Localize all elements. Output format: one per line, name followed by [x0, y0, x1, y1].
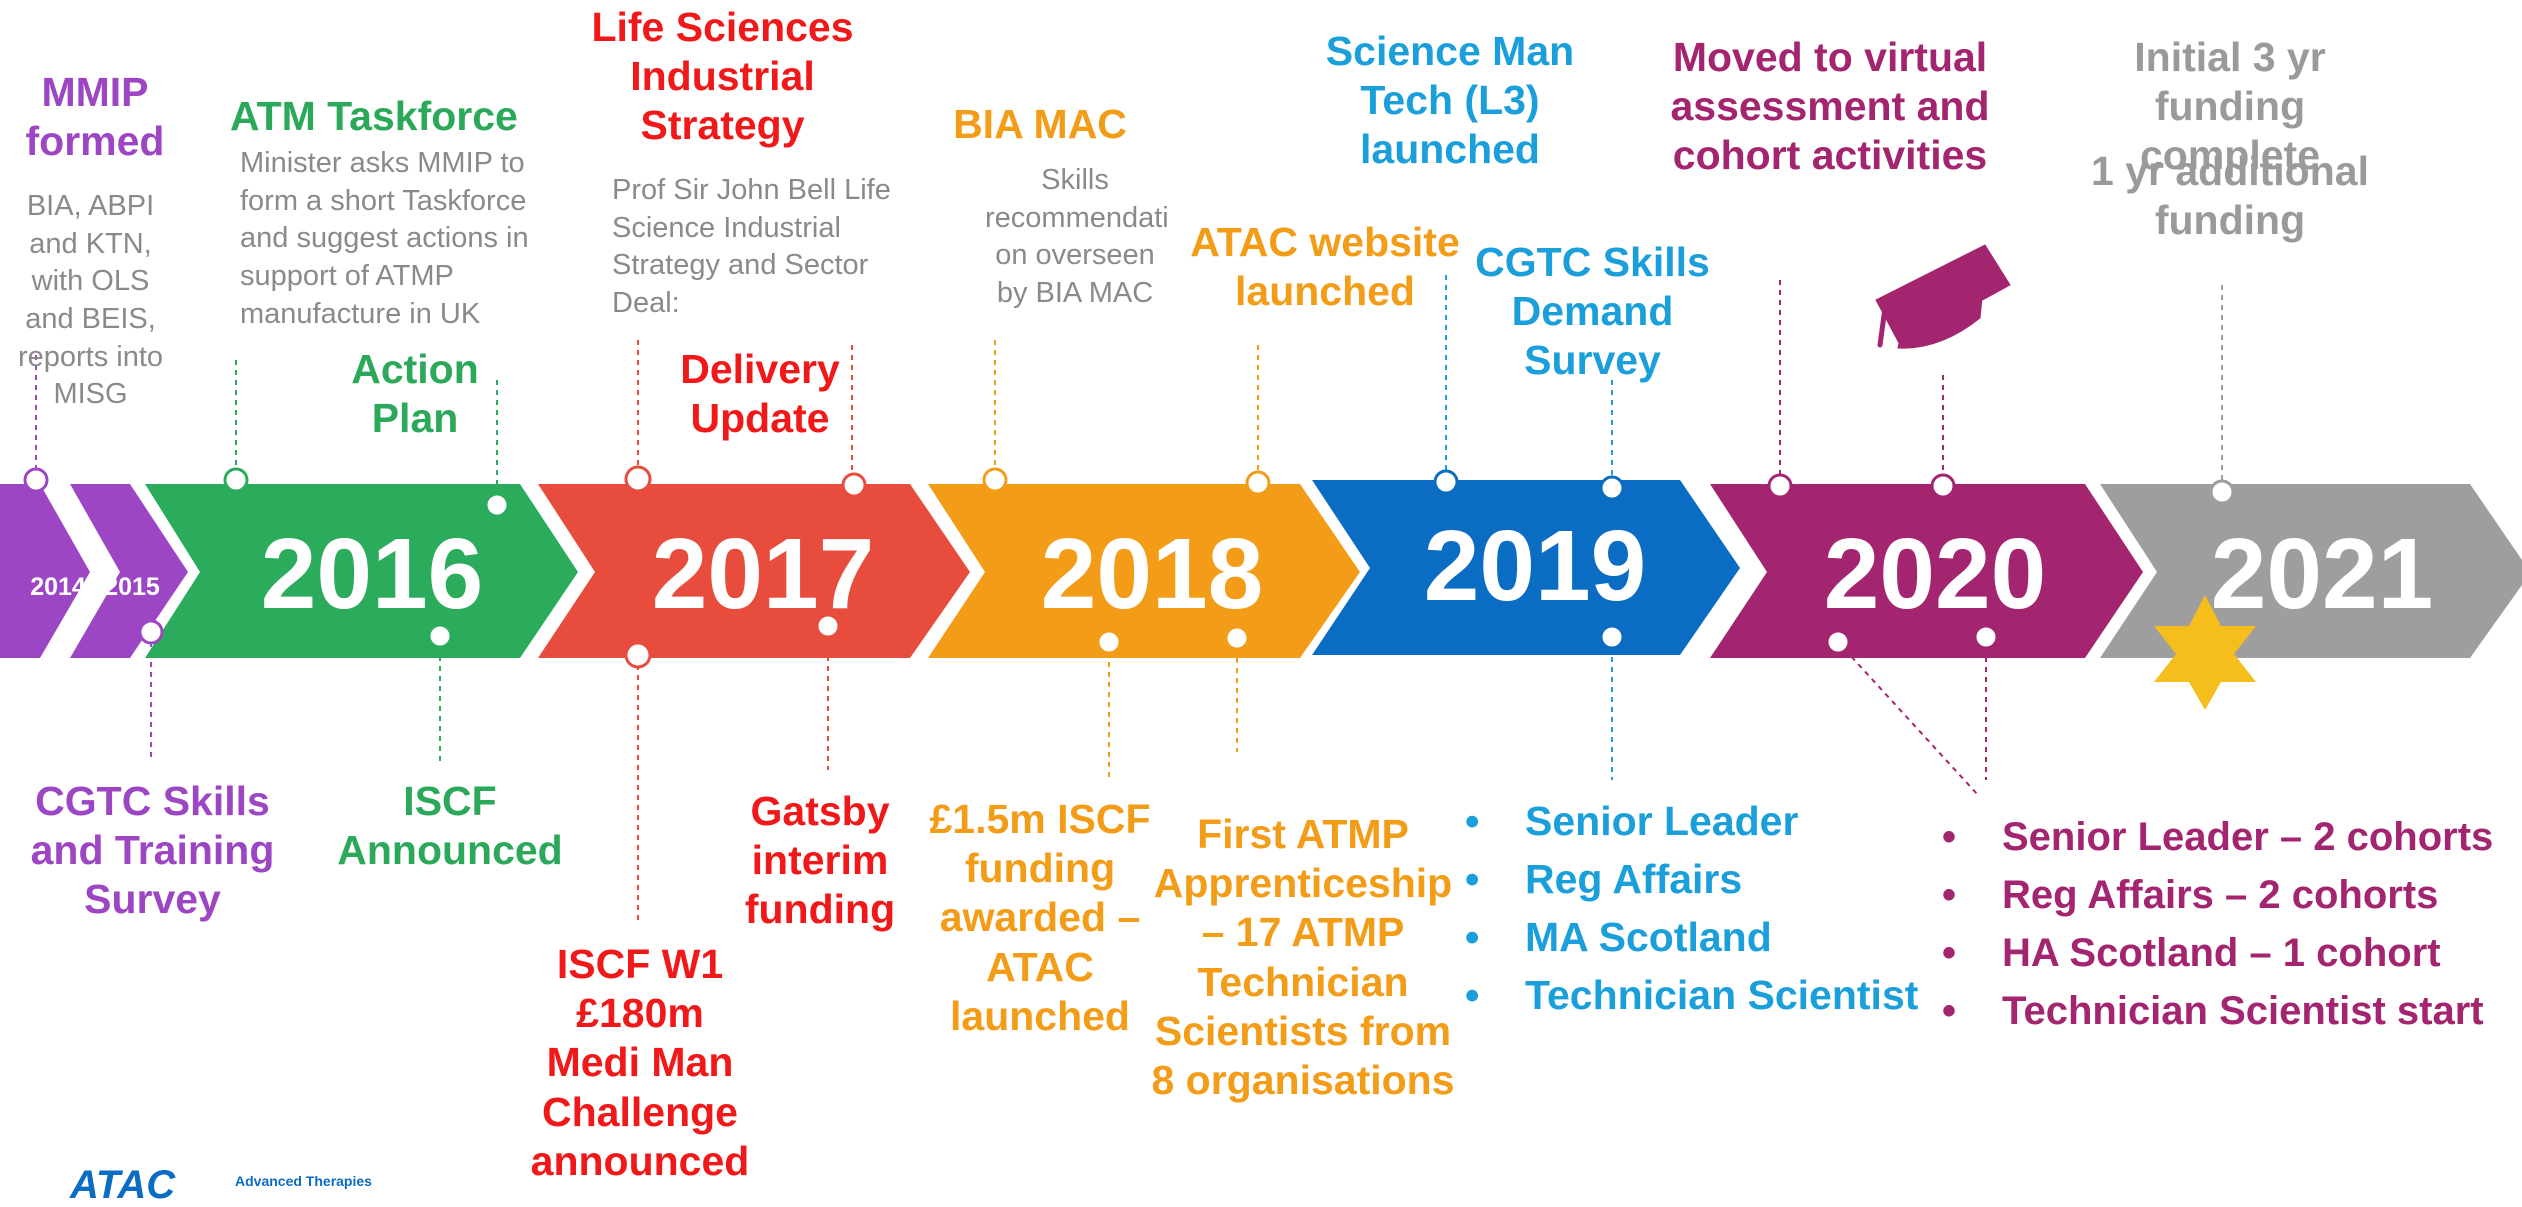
- dot-action-plan: [484, 492, 510, 518]
- list-2019: Senior Leader Reg Affairs MA Scotland Te…: [1465, 792, 1918, 1024]
- event-iscf-funding-title: £1.5m ISCF funding awarded – ATAC launch…: [929, 796, 1151, 1039]
- event-bia-mac-title: BIA MAC: [953, 101, 1127, 147]
- list-2019-item: Reg Affairs: [1465, 850, 1918, 908]
- dot-list-2019: [1599, 624, 1625, 650]
- event-bia-mac-desc: Skills recommendati on overseen by BIA M…: [985, 164, 1169, 310]
- atac-logo: ATAC: [70, 1163, 176, 1207]
- year-2019: 2019: [1424, 510, 1646, 622]
- event-iscf-w1-title: ISCF W1 £180m Medi Man Challenge announc…: [530, 941, 750, 1184]
- event-cgtc-training-title: CGTC Skills and Training Survey: [30, 778, 275, 923]
- event-delivery-update-title: Delivery Update: [680, 346, 840, 442]
- dot-first-atmp: [1224, 625, 1250, 651]
- chevron-2015: [70, 484, 188, 658]
- year-2017: 2017: [652, 518, 874, 630]
- star-icon: [2154, 595, 2256, 710]
- chevron-band: [0, 480, 2522, 658]
- event-science-man-title: Science Man Tech (L3) launched: [1325, 28, 1575, 173]
- chevron-2018: [928, 484, 1360, 658]
- event-mmip-desc: BIA, ABPI and KTN, with OLS and BEIS, re…: [17, 190, 164, 411]
- list-2020-item: HA Scotland – 1 cohort: [1942, 924, 2493, 982]
- dot-atm-taskforce: [223, 467, 249, 493]
- year-2020: 2020: [1824, 518, 2046, 630]
- event-initial-funding-title: Initial 3 yr funding complete: [2134, 34, 2326, 179]
- chevron-2020: [1710, 484, 2143, 658]
- timeline-graphic: 2014 2015 2016 2017 2018 2019 2020 2021: [0, 244, 2522, 920]
- event-atm-taskforce-title: ATM Taskforce: [230, 93, 518, 139]
- atac-logo-subtitle: Advanced Therapies: [235, 1173, 372, 1189]
- event-life-sciences-desc: Prof Sir John Bell Life Science Industri…: [612, 174, 891, 320]
- event-life-sciences-title: Life Sciences Industrial Strategy: [591, 4, 854, 149]
- list-2020-item: Technician Scientist start: [1942, 982, 2493, 1040]
- event-atac-website-title: ATAC website launched: [1190, 219, 1460, 315]
- dot-gatsby: [815, 613, 841, 639]
- dot-life-sciences: [624, 465, 652, 493]
- dot-cgtc-training: [138, 619, 164, 645]
- list-2020: Senior Leader – 2 cohorts Reg Affairs – …: [1942, 808, 2493, 1040]
- event-atm-taskforce-desc: Minister asks MMIP to form a short Taskf…: [240, 147, 529, 330]
- list-2020-item: Senior Leader – 2 cohorts: [1942, 808, 2493, 866]
- dot-list-2020-b: [1973, 624, 1999, 650]
- dot-iscf-funding: [1096, 629, 1122, 655]
- list-2019-item: Technician Scientist: [1465, 966, 1918, 1024]
- list-2020-item: Reg Affairs – 2 cohorts: [1942, 866, 2493, 924]
- event-virtual-title: Moved to virtual assessment and cohort a…: [1670, 34, 1990, 179]
- year-2015: 2015: [104, 573, 160, 601]
- dot-virtual-left: [1767, 473, 1793, 499]
- dot-delivery-update: [841, 472, 867, 498]
- chevron-2014: [0, 484, 90, 658]
- event-cgtc-demand-title: CGTC Skills Demand Survey: [1475, 239, 1710, 384]
- list-2019-item: MA Scotland: [1465, 908, 1918, 966]
- year-2016: 2016: [261, 518, 483, 630]
- dot-virtual-right: [1930, 473, 1956, 499]
- year-2021: 2021: [2211, 518, 2433, 630]
- dot-mmip: [23, 467, 49, 493]
- dot-iscf-w1: [624, 641, 652, 669]
- event-additional-funding-title: 1 yr additional funding: [2091, 148, 2369, 244]
- dot-cgtc-demand: [1599, 475, 1625, 501]
- event-action-plan-title: Action Plan: [351, 346, 479, 442]
- dot-atac-website: [1245, 470, 1271, 496]
- year-2014: 2014: [30, 573, 86, 601]
- chevron-2017: [538, 484, 970, 658]
- connector-list-2020-a: [1837, 641, 1979, 796]
- list-2019-item: Senior Leader: [1465, 792, 1918, 850]
- milestone-dots: [23, 465, 2235, 669]
- event-gatsby-title: Gatsby interim funding: [744, 788, 896, 933]
- event-mmip-title: MMIP formed: [25, 69, 165, 165]
- chevron-2019: [1312, 480, 1740, 655]
- dot-list-2020-a: [1825, 629, 1851, 655]
- event-first-atmp-title: First ATMP Apprenticeship – 17 ATMP Tech…: [1151, 811, 1455, 1103]
- graduation-cap-icon: [1875, 244, 2011, 349]
- dot-iscf-announced: [427, 623, 453, 649]
- year-2018: 2018: [1041, 518, 1263, 630]
- chevron-2016: [145, 484, 578, 658]
- dot-bia-mac: [982, 467, 1008, 493]
- event-iscf-announced-title: ISCF Announced: [337, 778, 563, 874]
- dot-initial-funding: [2209, 479, 2235, 505]
- dot-science-man: [1433, 469, 1459, 495]
